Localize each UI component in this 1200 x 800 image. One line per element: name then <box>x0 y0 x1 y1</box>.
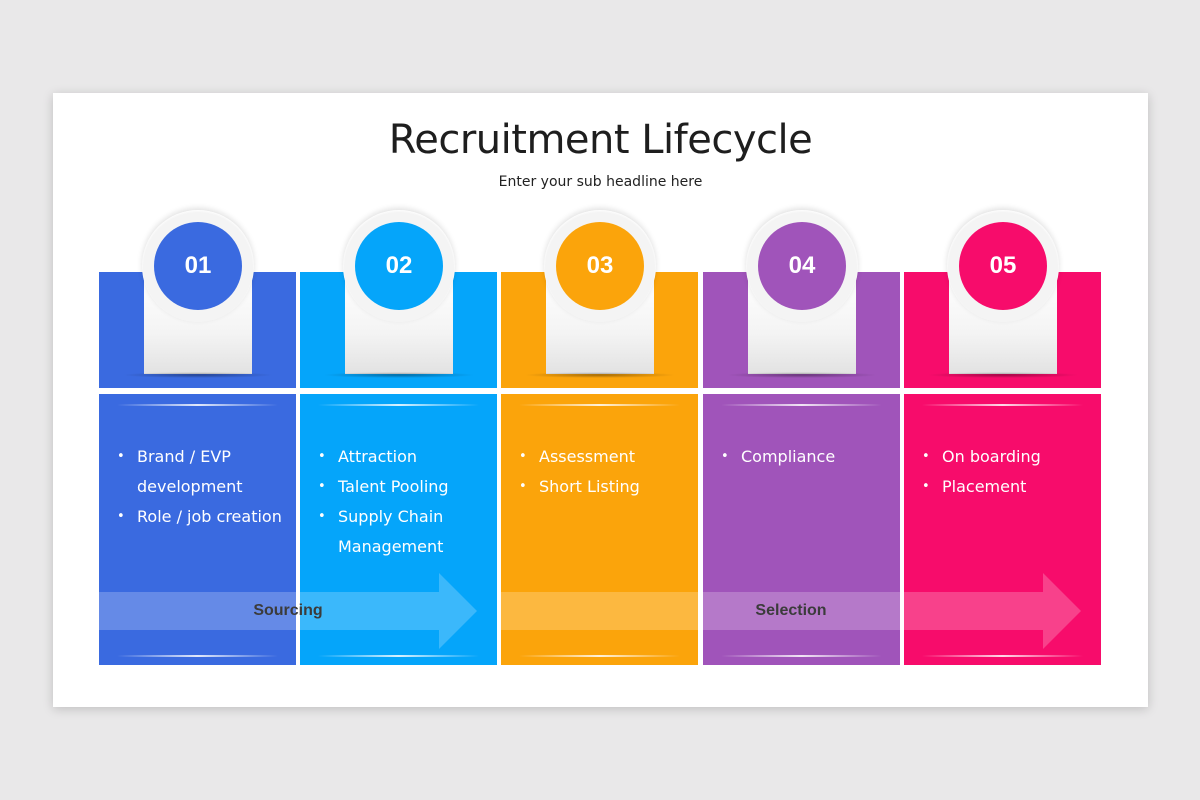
step-badge-ring-02: 02 <box>343 210 455 322</box>
step-body-01: Brand / EVP development Role / job creat… <box>99 394 296 665</box>
list-item: Attraction <box>318 442 489 472</box>
step-number-badge-02: 02 <box>355 222 443 310</box>
slide-subtitle: Enter your sub headline here <box>498 174 703 190</box>
step-header-02: 02 <box>300 210 497 388</box>
arrow-head <box>1043 573 1081 649</box>
step-items-04: Compliance <box>721 442 892 472</box>
step-header-04: 04 <box>703 210 900 388</box>
step-body-04: Compliance <box>703 394 900 665</box>
step-number-badge-04: 04 <box>758 222 846 310</box>
divider-line <box>117 655 278 657</box>
step-items-05: On boarding Placement <box>922 442 1093 502</box>
list-item: Talent Pooling <box>318 472 489 502</box>
divider-line <box>922 655 1083 657</box>
arrow-shaft <box>99 592 439 630</box>
list-item: On boarding <box>922 442 1093 472</box>
step-body-03: Assessment Short Listing <box>501 394 698 665</box>
divider-line <box>922 404 1083 406</box>
step-body-02: Attraction Talent Pooling Supply Chain M… <box>300 394 497 665</box>
step-header-05: 05 <box>904 210 1101 388</box>
step-items-01: Brand / EVP development Role / job creat… <box>117 442 288 532</box>
step-badge-ring-04: 04 <box>746 210 858 322</box>
phase-label-sourcing: Sourcing <box>253 602 323 619</box>
divider-line <box>519 404 680 406</box>
divider-line <box>721 404 882 406</box>
divider-line <box>117 404 278 406</box>
step-body-05: On boarding Placement <box>904 394 1101 665</box>
step-number-badge-01: 01 <box>154 222 242 310</box>
phase-arrow-sourcing: Sourcing <box>99 573 477 649</box>
list-item: Placement <box>922 472 1093 502</box>
list-item: Assessment <box>519 442 690 472</box>
arrow-head <box>439 573 477 649</box>
slide: Recruitment Lifecycle Enter your sub hea… <box>53 93 1148 707</box>
step-header-01: 01 <box>99 210 296 388</box>
arrow-shaft <box>501 592 1043 630</box>
list-item: Role / job creation <box>117 502 288 532</box>
step-header-03: 03 <box>501 210 698 388</box>
list-item: Supply Chain Management <box>318 502 489 562</box>
step-items-02: Attraction Talent Pooling Supply Chain M… <box>318 442 489 562</box>
phase-arrow-selection: Selection <box>501 573 1081 649</box>
divider-line <box>519 655 680 657</box>
phase-label-selection: Selection <box>755 602 827 619</box>
list-item: Short Listing <box>519 472 690 502</box>
step-items-03: Assessment Short Listing <box>519 442 690 502</box>
step-number-badge-05: 05 <box>959 222 1047 310</box>
slide-title: Recruitment Lifecycle <box>388 117 813 163</box>
list-item: Compliance <box>721 442 892 472</box>
step-badge-ring-05: 05 <box>947 210 1059 322</box>
step-number-badge-03: 03 <box>556 222 644 310</box>
divider-line <box>318 655 479 657</box>
step-badge-ring-03: 03 <box>544 210 656 322</box>
list-item: Brand / EVP development <box>117 442 288 502</box>
divider-line <box>721 655 882 657</box>
divider-line <box>318 404 479 406</box>
step-badge-ring-01: 01 <box>142 210 254 322</box>
